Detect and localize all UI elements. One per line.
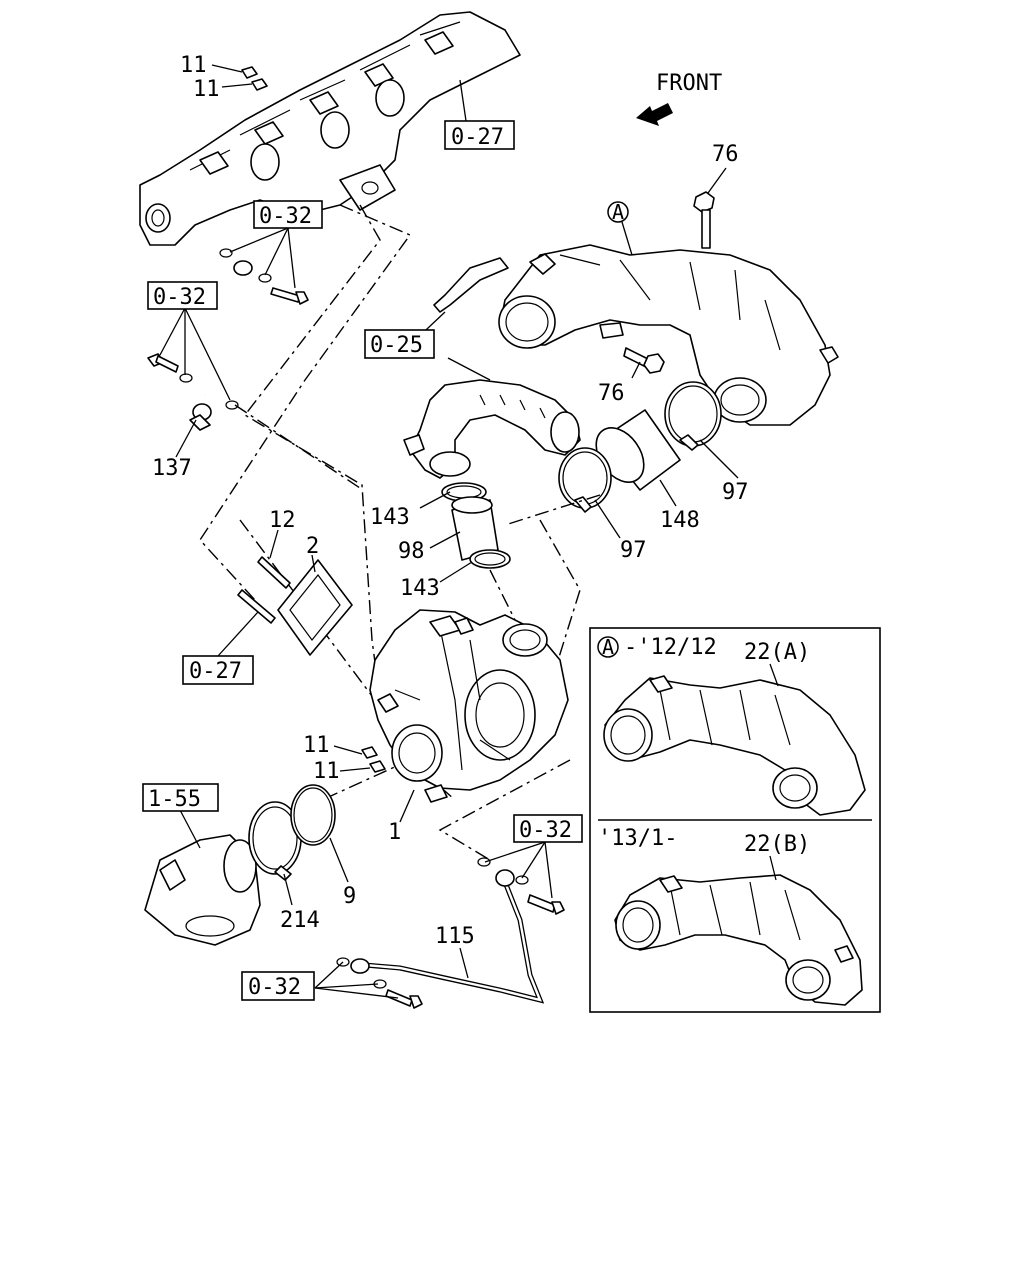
callout-2: 2 [306, 534, 319, 559]
callout-0-27-bottom: 0-27 [189, 659, 242, 684]
inset-range-b: '13/1- [598, 826, 677, 851]
elbow-duct-0-25 [403, 379, 581, 479]
turbocharger-1 [369, 609, 569, 823]
gasket-9 [290, 784, 349, 883]
hose-148 [595, 409, 681, 491]
callout-97-left: 97 [620, 538, 647, 563]
callout-0-27-top: 0-27 [451, 125, 504, 150]
inset-duct-22B [614, 855, 863, 1006]
callout-0-32-c: 0-32 [519, 818, 572, 843]
bolt-76-mid [623, 347, 665, 379]
callout-boxes [142, 120, 583, 1001]
clamp-143-bottom [469, 549, 511, 569]
box-0-32-d [241, 971, 315, 1001]
box-0-32-c [513, 814, 583, 843]
callout-115: 115 [435, 924, 475, 949]
inset-part-22B: 22(B) [744, 832, 810, 857]
front-arrow-icon [636, 103, 673, 126]
stud-0-27 [217, 589, 276, 657]
reference-A-marker [607, 201, 633, 256]
callout-97-right: 97 [722, 480, 749, 505]
callout-143-top: 143 [370, 505, 410, 530]
leaders-0-32 [159, 227, 296, 401]
intake-duct-A [498, 244, 839, 426]
callout-148: 148 [660, 508, 700, 533]
inset-circle-label: A [602, 635, 614, 659]
callout-76-top: 76 [712, 142, 739, 167]
labels: FRONT 11 11 0-27 76 A 0-32 0-32 0-25 76 … [148, 53, 810, 1000]
inset-part-22A: 22(A) [744, 640, 810, 665]
oil-feed-pipe-137 [147, 248, 309, 458]
callout-12: 12 [269, 508, 296, 533]
box-0-32-b [147, 281, 218, 310]
stud-12 [257, 529, 291, 589]
callout-0-32-b: 0-32 [153, 285, 206, 310]
callout-9: 9 [343, 884, 356, 909]
callout-137: 137 [152, 456, 192, 481]
callout-214: 214 [280, 908, 320, 933]
callout-0-25: 0-25 [370, 333, 423, 358]
callout-A: A [612, 200, 624, 224]
callout-143-bottom: 143 [400, 576, 440, 601]
inset-A-marker [597, 636, 619, 658]
callout-1-55: 1-55 [148, 787, 201, 812]
box-0-25 [364, 329, 435, 359]
callout-11-b: 11 [193, 77, 220, 102]
front-label: FRONT [656, 71, 722, 96]
clamp-97-left [558, 447, 612, 513]
clamp-97-right [664, 381, 722, 451]
exhaust-manifold [139, 11, 521, 246]
bracket [433, 257, 509, 313]
box-1-55 [142, 783, 219, 812]
callout-0-32-d: 0-32 [248, 975, 301, 1000]
nuts-11-top [211, 64, 268, 91]
callout-11-d: 11 [313, 759, 340, 784]
callout-98: 98 [398, 539, 425, 564]
oil-return-pipe-115 [314, 841, 565, 1009]
box-0-27-bottom [182, 655, 254, 685]
callout-11-a: 11 [180, 53, 207, 78]
box-0-27-top [444, 120, 515, 150]
elbow-1-55 [144, 809, 261, 946]
misc-leaders [409, 79, 739, 583]
bolt-76-top [693, 167, 727, 249]
inset-range-a: -'12/12 [624, 635, 717, 660]
callout-11-c: 11 [303, 733, 330, 758]
box-0-32-a [253, 200, 323, 229]
callout-76-mid: 76 [598, 381, 625, 406]
hose-98 [451, 496, 499, 561]
callout-1: 1 [388, 820, 401, 845]
gasket-2 [277, 554, 353, 656]
nuts-11-bottom [333, 745, 386, 773]
callout-0-32-a: 0-32 [259, 204, 312, 229]
inset-duct-22A [603, 663, 866, 816]
